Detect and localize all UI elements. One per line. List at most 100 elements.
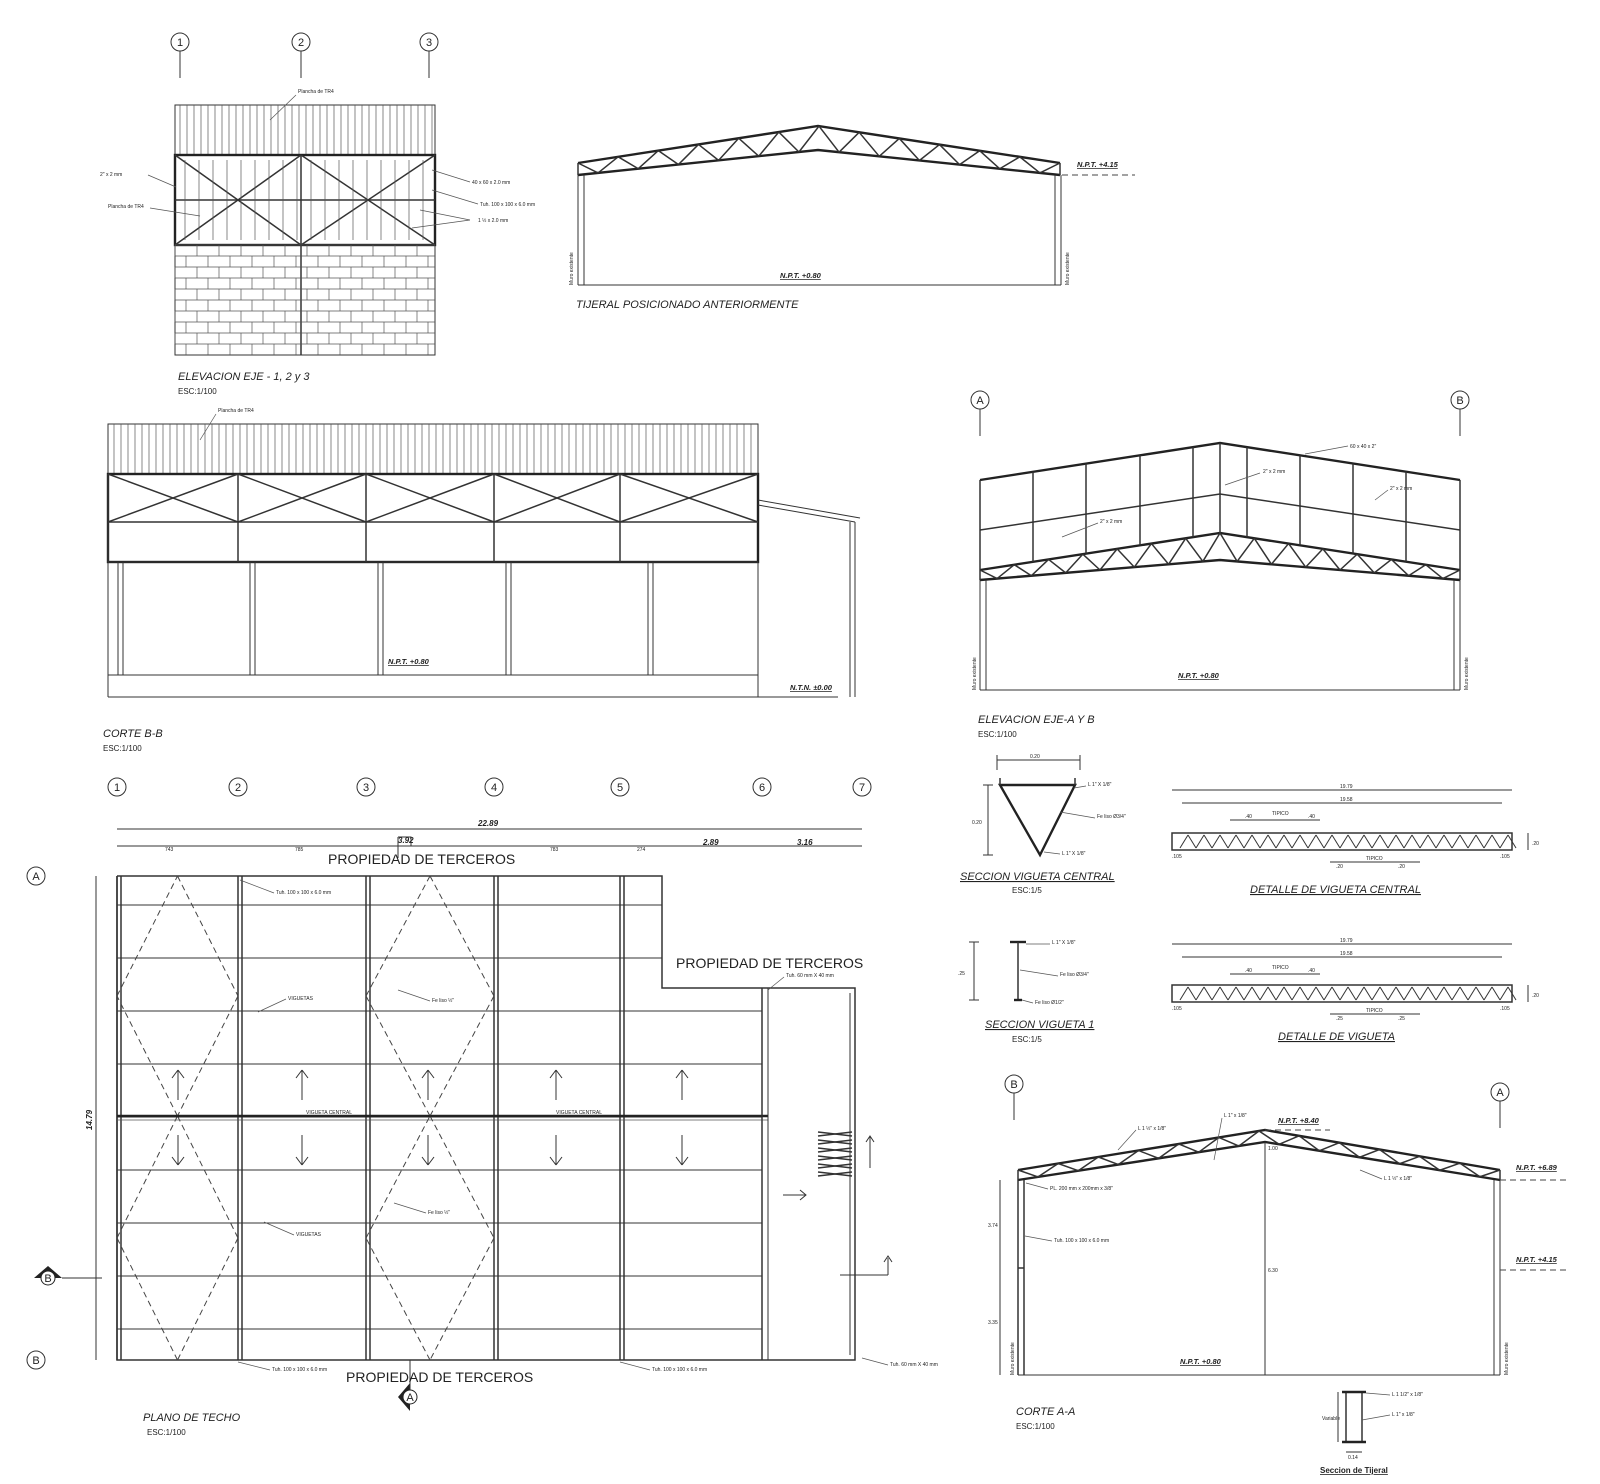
- axis-bubble-circle: [852, 777, 872, 797]
- truss-web: [1048, 558, 1067, 574]
- truss-web: [1219, 532, 1238, 562]
- slope-arrow: [177, 1069, 185, 1079]
- plan-axis-3: 3: [363, 782, 369, 794]
- truss-web: [959, 150, 981, 166]
- note-ab-2b: 2" x 2 mm: [1390, 486, 1412, 492]
- st-n2: L 1" x 1/8": [1392, 1412, 1415, 1418]
- truss-web: [858, 131, 880, 157]
- truss-web: [1270, 543, 1290, 565]
- truss-web: [1298, 1135, 1320, 1152]
- bracing-cable: [177, 1115, 239, 1239]
- joist-web: [1211, 986, 1221, 1001]
- view-scale-elev123: ESC:1/100: [178, 387, 217, 396]
- wall-label-ab-left: Muro existente: [972, 657, 978, 690]
- truss-web: [1019, 156, 1041, 174]
- view-title-dvc: DETALLE DE VIGUETA CENTRAL: [1250, 884, 1421, 896]
- prop-terceros-right: PROPIEDAD DE TERCEROS: [676, 955, 863, 971]
- truss-web: [1439, 1162, 1461, 1171]
- axis-bubble-circle: [26, 1350, 46, 1370]
- joist-web: [1419, 986, 1429, 1001]
- joist-web: [1323, 834, 1333, 849]
- view-title-ab: ELEVACION EJE-A Y B: [978, 714, 1095, 726]
- joist-web: [1195, 986, 1205, 1001]
- plan-axis-B: B: [32, 1355, 39, 1367]
- truss-web: [996, 564, 1015, 580]
- joist-web: [1475, 986, 1485, 1001]
- joist-web: [1355, 834, 1365, 849]
- sv1-note2: Fe liso Ø3/4": [1060, 972, 1089, 978]
- dvc-d3: .40: [1245, 814, 1252, 820]
- dim-274: 274: [637, 847, 646, 853]
- joist-web: [1395, 834, 1405, 849]
- bracing-cable: [116, 1115, 178, 1239]
- joist-web: [1411, 986, 1421, 1001]
- joist-web: [1235, 834, 1245, 849]
- dim-392: 3.92: [398, 836, 414, 845]
- truss-web: [1202, 532, 1221, 562]
- truss-web: [778, 131, 800, 153]
- joist-web: [1243, 834, 1253, 849]
- view-scale-ab: ESC:1/100: [978, 730, 1017, 739]
- note-fe-1: Fe liso ½": [432, 997, 454, 1004]
- dvc-d8: TIPICO: [1366, 856, 1383, 862]
- truss-web: [898, 137, 920, 161]
- truss-web: [718, 137, 740, 161]
- joist-web: [1203, 834, 1213, 849]
- truss-web: [1459, 1162, 1481, 1178]
- section-marker-b: B: [44, 1273, 51, 1285]
- joist-web: [1275, 986, 1285, 1001]
- joist-web: [1315, 834, 1325, 849]
- joist-web: [1459, 986, 1469, 1001]
- wall-label-aa-right: Muro existente: [1504, 1342, 1510, 1375]
- view-scale-sv1: ESC:1/5: [1012, 1035, 1042, 1044]
- plan-axis-4: 4: [491, 782, 497, 794]
- truss-web: [938, 144, 961, 166]
- note-plancha-side: Plancha de TR4: [108, 204, 144, 210]
- npt-tijeral-floor: N.P.T. +0.80: [780, 271, 822, 280]
- npt-bb: N.P.T. +0.80: [388, 657, 430, 666]
- truss-web: [1278, 1135, 1300, 1145]
- joist-web: [1187, 986, 1197, 1001]
- note-aa-3: L 1 ½" x 1/8": [1384, 1175, 1412, 1182]
- truss-web: [1390, 558, 1410, 577]
- bracing-cable: [365, 1115, 431, 1239]
- truss-web: [1305, 548, 1324, 568]
- truss-web: [1238, 1130, 1260, 1147]
- npt-aa-top: N.P.T. +8.40: [1278, 1116, 1320, 1125]
- note-bb-plancha: Plancha de TR4: [218, 408, 254, 414]
- slope-arrow: [675, 1069, 683, 1079]
- stair-tread: [817, 1155, 853, 1161]
- joist-web: [1411, 834, 1421, 849]
- elevation-axes-a-b: A B 60 x 40 x 2" 2" x 2 mm 2" x 2 mm 2" …: [970, 390, 1470, 739]
- joist-web: [1227, 834, 1237, 849]
- dv-d5: TIPICO: [1272, 965, 1289, 971]
- slope-arrow: [549, 1069, 557, 1079]
- wall-label-ab-right: Muro existente: [1464, 657, 1470, 690]
- dim-aa-630: 6.30: [1268, 1268, 1278, 1274]
- note-tubo: Tuh. 100 x 100 x 6.0 mm: [480, 202, 535, 208]
- npt-aa-r1: N.P.T. +6.89: [1516, 1163, 1558, 1172]
- slope-arrow: [555, 1156, 563, 1166]
- brace: [107, 473, 239, 523]
- axis-bubble-aa-b: B: [1010, 1079, 1017, 1091]
- joist-web: [1459, 834, 1469, 849]
- truss-web: [1419, 1155, 1441, 1171]
- dv-d4: .40: [1308, 968, 1315, 974]
- slope-arrow: [549, 1156, 557, 1166]
- truss-web: [1017, 1169, 1039, 1178]
- slope-arrow: [427, 1156, 435, 1166]
- truss-web: [1099, 548, 1118, 571]
- dim-total: 22.89: [477, 819, 499, 828]
- truss-web: [1065, 553, 1084, 574]
- truss-web: [1098, 1156, 1119, 1166]
- wall-label-aa-left: Muro existente: [1010, 1342, 1016, 1375]
- bracing-cable: [116, 995, 178, 1117]
- note-ab-2a: 2" x 2 mm: [1263, 469, 1285, 475]
- truss-web: [1077, 1156, 1099, 1172]
- dim-aa-335: 3.35: [988, 1320, 998, 1326]
- elevation-axes-1-2-3: 1 2 3 Plancha de TR4 2" x 2 mm Plancha d…: [100, 32, 535, 396]
- joist-web: [1451, 834, 1461, 849]
- dim-785: 785: [295, 847, 304, 853]
